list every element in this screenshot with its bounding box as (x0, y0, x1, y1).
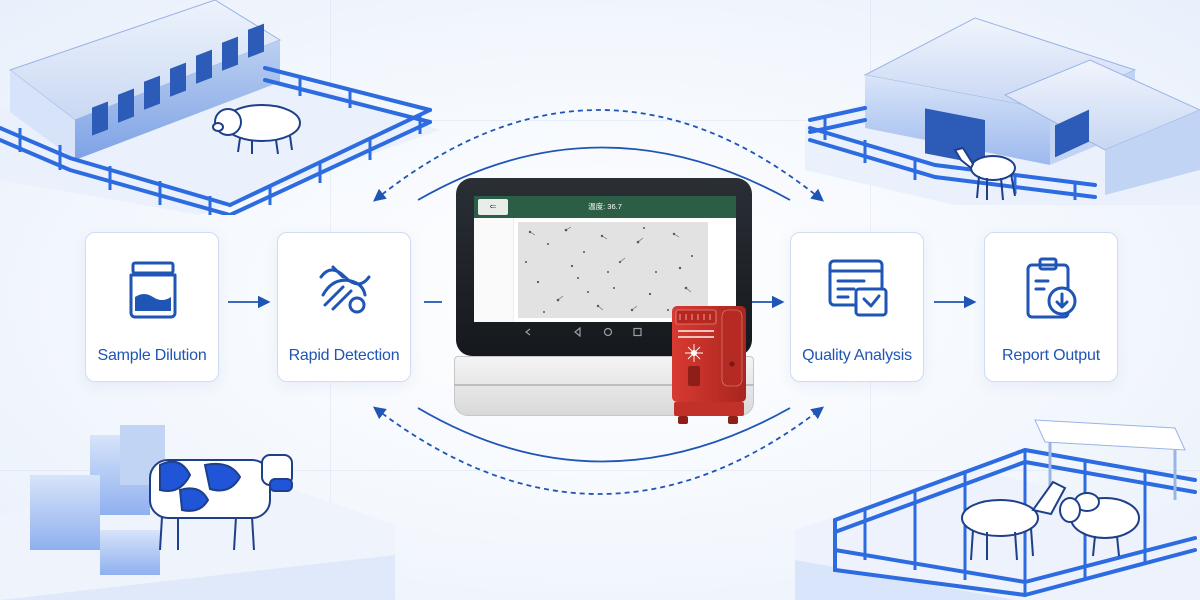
screen-back-button[interactable]: ⇐ (478, 199, 508, 215)
sheep-pen-illustration (795, 419, 1200, 600)
screen-header: ⇐ 温度: 36.7 (474, 196, 736, 218)
solid-arc-bottom (417, 407, 791, 463)
horse-icon (953, 146, 1016, 201)
container-liquid-icon (129, 261, 177, 319)
horse-icon (961, 480, 1067, 561)
cow-pasture-illustration (0, 425, 395, 600)
step-label: Quality Analysis (802, 347, 912, 364)
home-nav-icon (603, 327, 613, 337)
screen-temperature: 温度: 36.7 (588, 202, 622, 211)
device-screen: ⇐ 温度: 36.7 (474, 196, 736, 322)
solid-arc-top (417, 146, 791, 201)
recents-nav-icon (633, 327, 642, 337)
dashed-arc-bottom (372, 406, 824, 495)
red-sample-analyzer (672, 306, 746, 424)
form-analysis-icon (828, 259, 888, 317)
sperm-analyzer-device: ⇐ 温度: 36.7 (444, 172, 756, 420)
step-card-rapid-detection: Rapid Detection (277, 232, 411, 382)
step-label: Report Output (1002, 347, 1100, 364)
cow-icon (149, 454, 293, 551)
pig-icon (212, 104, 301, 155)
grid-line (0, 470, 1200, 471)
clipboard-download-icon (1026, 257, 1077, 319)
step-card-quality-analysis: Quality Analysis (790, 232, 924, 382)
pig-barn-illustration (0, 0, 440, 215)
step-label: Rapid Detection (288, 347, 400, 364)
sperm-cell-icon (319, 265, 371, 314)
device-base-seam (454, 384, 754, 386)
step-card-report-output: Report Output (984, 232, 1118, 382)
back-nav-icon (574, 326, 581, 338)
horse-barn-illustration (805, 17, 1200, 205)
step-card-sample-dilution: Sample Dilution (85, 232, 219, 382)
screen-sidebar (474, 218, 514, 322)
sheep-icon (1059, 492, 1140, 557)
dashed-arc-top (373, 109, 824, 202)
grid-line (0, 120, 1200, 121)
step-label: Sample Dilution (97, 347, 207, 364)
microscope-image (518, 222, 708, 318)
volume-icon (525, 328, 531, 336)
